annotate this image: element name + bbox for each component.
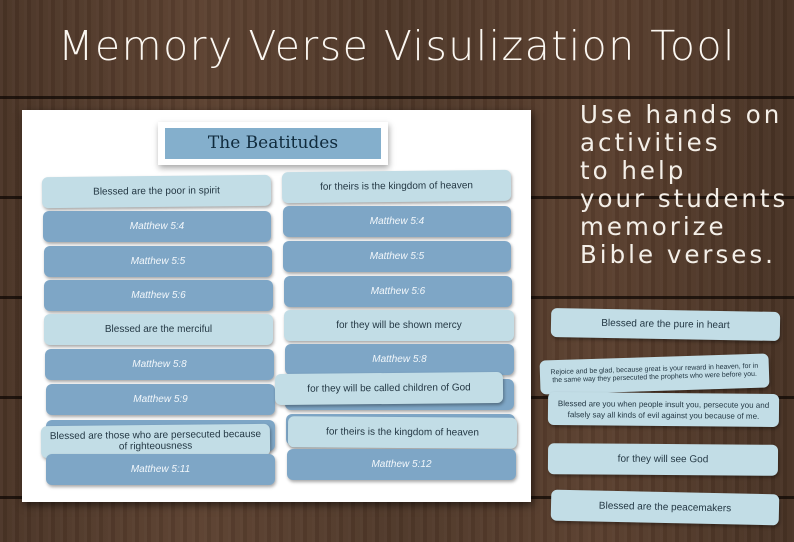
- verse-strip[interactable]: Blessed are the poor in spirit: [41, 174, 272, 209]
- loose-verse-strip[interactable]: Blessed are you when people insult you, …: [547, 391, 780, 428]
- beatitudes-banner: The Beatitudes: [158, 122, 388, 165]
- reference-strip[interactable]: Matthew 5:12: [287, 449, 516, 480]
- reference-strip[interactable]: Matthew 5:8: [45, 349, 274, 380]
- reference-strip[interactable]: Matthew 5:5: [44, 246, 272, 277]
- reference-strip[interactable]: Matthew 5:5: [283, 241, 511, 272]
- loose-verse-strip[interactable]: Rejoice and be glad, because great is yo…: [539, 353, 770, 395]
- reference-strip[interactable]: Matthew 5:6: [44, 280, 273, 311]
- reference-strip[interactable]: Matthew 5:4: [283, 206, 511, 237]
- verse-strip[interactable]: Blessed are the merciful: [44, 314, 273, 345]
- tagline-line: to help: [580, 156, 687, 185]
- page-title: Memory Verse Visulization Tool: [58, 22, 736, 70]
- verse-strip[interactable]: for they will be shown mercy: [284, 310, 514, 341]
- tagline-line: your students: [580, 184, 789, 213]
- verse-strip[interactable]: for theirs is the kingdom of heaven: [287, 416, 518, 449]
- reference-strip[interactable]: Matthew 5:9: [46, 384, 275, 415]
- reference-strip[interactable]: Matthew 5:11: [46, 454, 275, 485]
- tagline-line: activities: [580, 128, 721, 157]
- tagline-line: memorize: [580, 212, 727, 241]
- verse-strip[interactable]: for they will be called children of God: [274, 372, 504, 405]
- reference-strip[interactable]: Matthew 5:8: [285, 344, 514, 375]
- tagline-line: Bible verses.: [580, 240, 776, 269]
- verse-strip[interactable]: for theirs is the kingdom of heaven: [281, 169, 512, 204]
- reference-strip[interactable]: Matthew 5:6: [284, 276, 512, 307]
- banner-title: The Beatitudes: [165, 128, 381, 159]
- tagline-line: Use hands on: [580, 100, 783, 129]
- reference-strip[interactable]: Matthew 5:4: [43, 211, 271, 242]
- loose-verse-strip[interactable]: for they will see God: [547, 443, 779, 476]
- tagline: Use hands on activities to help your stu…: [580, 101, 790, 269]
- loose-verse-strip[interactable]: Blessed are the pure in heart: [550, 308, 781, 341]
- loose-verse-strip[interactable]: Blessed are the peacemakers: [550, 489, 780, 526]
